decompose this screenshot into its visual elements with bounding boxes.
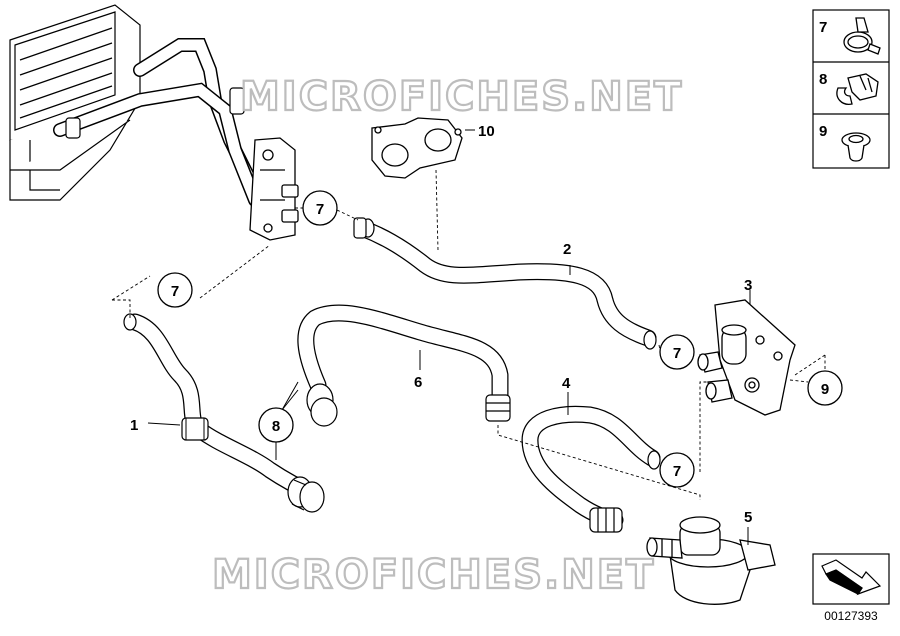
solid-leaders: [147, 129, 751, 545]
heater-core: [9, 4, 141, 201]
direction-arrow-box: [812, 553, 890, 605]
legend-label-8: 8: [819, 71, 827, 88]
svg-text:8: 8: [272, 418, 280, 435]
watermark-bottom: MICROFICHES.NET: [212, 552, 655, 598]
hose-1: [123, 313, 325, 513]
part-label-6: 6: [414, 374, 422, 391]
callout-7-c: 7: [659, 334, 695, 370]
hose-4: [521, 405, 661, 533]
hose-clamp-icon: [843, 17, 881, 55]
part-label-10: 10: [478, 123, 495, 140]
callout-7-d: 7: [659, 452, 695, 488]
callout-7-b: 7: [157, 272, 193, 308]
water-pump: [646, 516, 776, 605]
part-label-3: 3: [744, 277, 752, 294]
watermark-top: MICROFICHES.NET: [240, 74, 683, 120]
hose-6: [297, 304, 511, 427]
hose-2: [353, 217, 657, 350]
gasket-plate: [371, 117, 463, 179]
direction-arrow-icon: [821, 559, 882, 596]
part-label-5: 5: [744, 509, 752, 526]
svg-text:7: 7: [673, 463, 681, 480]
callout-8-a: 8: [258, 407, 294, 443]
callout-9: 9: [807, 370, 843, 406]
svg-text:9: 9: [821, 381, 829, 398]
svg-text:7: 7: [316, 201, 324, 218]
grommet-icon: [841, 132, 871, 162]
heater-valve: [697, 299, 796, 416]
heater-pipes: [53, 38, 262, 207]
svg-text:7: 7: [673, 345, 681, 362]
svg-text:7: 7: [171, 283, 179, 300]
callout-7-a: 7: [302, 190, 338, 226]
legend-label-7: 7: [819, 19, 827, 36]
heater-flange: [249, 137, 299, 241]
document-number: 00127393: [824, 609, 878, 623]
clip-clamp-icon: [836, 73, 879, 105]
legend-box: 7 8 9: [812, 9, 890, 169]
part-label-1: 1: [130, 417, 138, 434]
part-label-2: 2: [563, 241, 571, 258]
part-label-4: 4: [562, 375, 571, 392]
legend-label-9: 9: [819, 123, 827, 140]
